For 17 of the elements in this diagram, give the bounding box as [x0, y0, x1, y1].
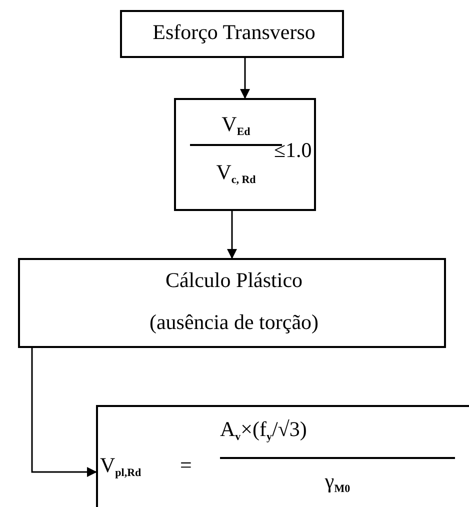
- process-box: [174, 98, 316, 211]
- inequality-text: ≤1.0: [274, 140, 313, 161]
- formula-lhs-text: V$_{pl,Rd}$: [100, 455, 142, 479]
- arrow: [227, 211, 237, 259]
- heading-text: Cálculo Plástico: [164, 270, 304, 291]
- process-box: [120, 10, 344, 58]
- note-text: (ausência de torção): [148, 312, 320, 333]
- arrow: [31, 348, 97, 477]
- denominator-text: V$_{c, Rd}$: [215, 162, 257, 186]
- numerator-text: V$_{Ed}$: [220, 114, 252, 138]
- equals-sign: =: [180, 455, 193, 476]
- process-box: [96, 405, 469, 507]
- numerator-text: A$_{v}$×(f$_{y}$/√3): [220, 419, 308, 443]
- denominator-text: γ$_{M0}$: [324, 471, 352, 495]
- heading-text: Esforço Transverso: [152, 22, 316, 43]
- arrow: [240, 58, 250, 99]
- process-box: [18, 258, 446, 348]
